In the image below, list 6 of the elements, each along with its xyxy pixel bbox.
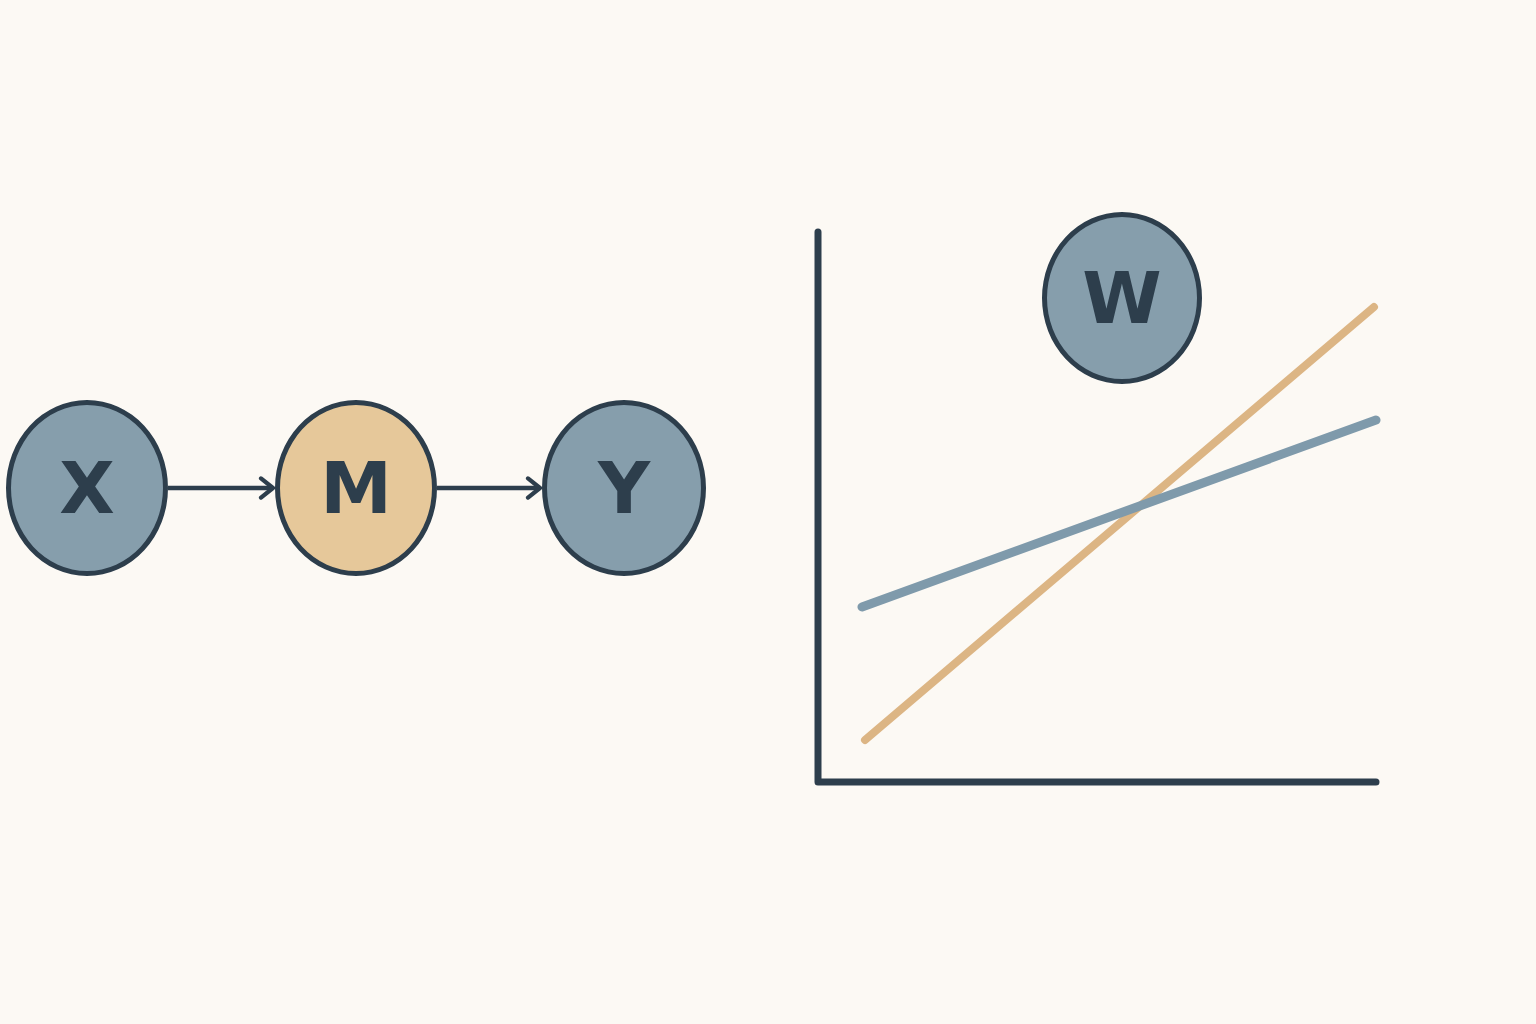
arrow — [437, 476, 543, 500]
variable-label: Y — [597, 452, 651, 524]
variable-label: W — [1082, 262, 1162, 334]
arrow — [168, 476, 276, 500]
variable-label: M — [320, 452, 392, 524]
variable-label: X — [59, 452, 115, 524]
